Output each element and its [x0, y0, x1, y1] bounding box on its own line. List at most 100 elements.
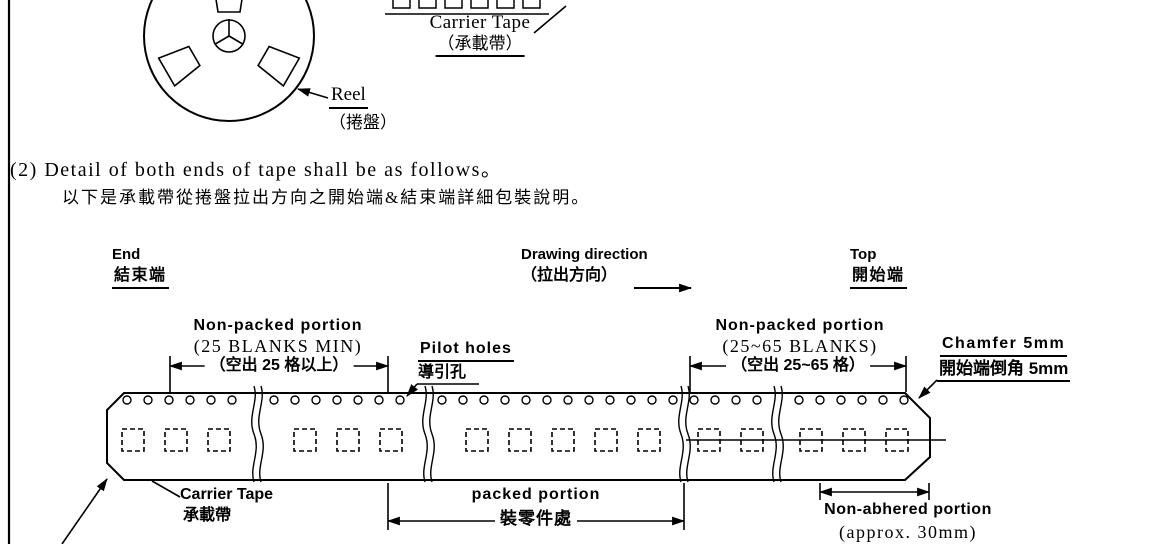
top-label-en: Top: [850, 246, 877, 263]
tape-pocket: [697, 428, 721, 452]
tape-pocket: [799, 428, 823, 452]
reel-cutout: [215, 0, 243, 13]
pilot-hole: [752, 395, 762, 405]
pilot-hole: [311, 395, 321, 405]
pilot-hole: [395, 395, 405, 405]
heading-line-en: (2) Detail of both ends of tape shall be…: [10, 159, 503, 181]
pilot-hole: [458, 395, 468, 405]
tape-pocket: [885, 428, 909, 452]
right-nonpacked-label: Non-packed portion (25~65 BLANKS): [715, 317, 884, 357]
pilot-hole: [122, 395, 132, 405]
pilot-hole: [500, 395, 510, 405]
tape-break-line: [258, 385, 264, 483]
left-nonpacked-dim-text: （空出 25 格以上）: [204, 357, 354, 376]
left-nonpacked-title: Non-packed portion: [193, 317, 363, 334]
end-label-en: End: [112, 246, 141, 263]
carrier-tape-top-title: Carrier Tape: [429, 12, 531, 33]
tape-pocket: [551, 428, 575, 452]
reel-hub-spoke: [228, 35, 244, 46]
reel-flange-circle: [143, 0, 315, 122]
pilot-hole: [227, 395, 237, 405]
tape-break-line: [771, 385, 777, 483]
carrier-tape-section-pocket: [496, 0, 515, 9]
pilot-hole: [815, 395, 825, 405]
pilot-hole: [878, 395, 888, 405]
packed-portion-title: packed portion: [471, 486, 601, 503]
carrier-tape-section-pocket: [522, 0, 541, 9]
pilot-hole: [479, 395, 489, 405]
left-nonpacked-sub: (25 BLANKS MIN): [193, 335, 363, 356]
pilot-hole: [353, 395, 363, 405]
pilot-hole: [710, 395, 720, 405]
reel-title: Reel: [329, 84, 368, 110]
drawing-direction-label: Drawing direction （拉出方向）: [521, 246, 648, 286]
tape-pocket: [594, 428, 618, 452]
tape-break-line: [429, 385, 435, 483]
carrier-tape-bottom-label: Carrier Tape 承載帶: [180, 486, 273, 526]
non-abhered-label: Non-abhered portion (approx. 30mm): [824, 501, 992, 543]
pilot-holes-leader: [406, 383, 418, 397]
pilot-hole: [731, 395, 741, 405]
pilot-holes-title-zh: 導引孔: [418, 363, 467, 381]
pilot-hole: [374, 395, 384, 405]
reel-hub-spoke: [214, 35, 230, 46]
tape-pocket: [336, 428, 360, 452]
pilot-holes-label: Pilot holes 導引孔: [418, 340, 514, 383]
pilot-hole: [857, 395, 867, 405]
tape-pocket: [740, 428, 764, 452]
tape-outline: [106, 392, 931, 481]
non-abhered-title: Non-abhered portion: [824, 501, 992, 518]
end-label: End 結束端: [112, 246, 169, 289]
pilot-hole: [185, 395, 195, 405]
drawing-direction-zh: （拉出方向）: [521, 266, 618, 284]
pilot-hole: [143, 395, 153, 405]
tape-break-line: [685, 385, 691, 483]
pilot-hole: [794, 395, 804, 405]
carrier-tape-bottom-title: Carrier Tape: [180, 486, 274, 503]
end-label-zh: 結束端: [112, 267, 169, 289]
tape-pocket: [637, 428, 661, 452]
reel-cutout: [157, 45, 201, 88]
pilot-hole: [689, 395, 699, 405]
tape-pocket: [164, 428, 188, 452]
pilot-hole: [626, 395, 636, 405]
pilot-hole: [164, 395, 174, 405]
tape-pocket: [121, 428, 145, 452]
drawing-direction-en: Drawing direction: [521, 246, 648, 263]
carrier-tape-section-pocket: [444, 0, 463, 9]
carrier-tape-top-title-zh: （承載帶）: [435, 34, 525, 58]
pilot-hole: [605, 395, 615, 405]
tape-pocket: [842, 428, 866, 452]
carrier-tape-top-label: Carrier Tape （承載帶）: [429, 12, 531, 58]
chamfer-title: Chamfer 5mm: [940, 335, 1068, 357]
tape-break-line: [422, 385, 428, 483]
pilot-hole: [899, 395, 909, 405]
tape-break-line: [678, 385, 684, 483]
pilot-hole: [584, 395, 594, 405]
pilot-holes-title: Pilot holes: [418, 340, 514, 362]
tape-pocket: [207, 428, 231, 452]
reel-label: Reel （捲盤）: [329, 84, 397, 133]
top-label-zh: 開始端: [850, 267, 907, 289]
packed-portion-title-zh: 裝零件處: [495, 509, 577, 530]
bottom-left-chamfer-leader: [61, 478, 108, 544]
carrier-tape-top-leader: [533, 5, 567, 34]
pilot-hole: [437, 395, 447, 405]
right-nonpacked-dim-text: （空出 25~65 格）: [726, 357, 870, 376]
carrier-tape-section-pocket: [470, 0, 489, 9]
carrier-tape-section-pocket: [392, 0, 411, 9]
reel-leader-line: [296, 88, 329, 99]
pilot-hole: [668, 395, 678, 405]
carrier-tape-bottom-leader: [151, 480, 181, 498]
pilot-hole: [521, 395, 531, 405]
left-nonpacked-label: Non-packed portion (25 BLANKS MIN): [193, 317, 362, 357]
top-label: Top 開始端: [850, 246, 907, 289]
tape-pocket: [508, 428, 532, 452]
chamfer-title-zh: 開始端倒角 5mm: [937, 359, 1071, 382]
pilot-hole: [647, 395, 657, 405]
tape-pocket: [379, 428, 403, 452]
right-nonpacked-title: Non-packed portion: [715, 317, 885, 334]
pilot-hole: [206, 395, 216, 405]
